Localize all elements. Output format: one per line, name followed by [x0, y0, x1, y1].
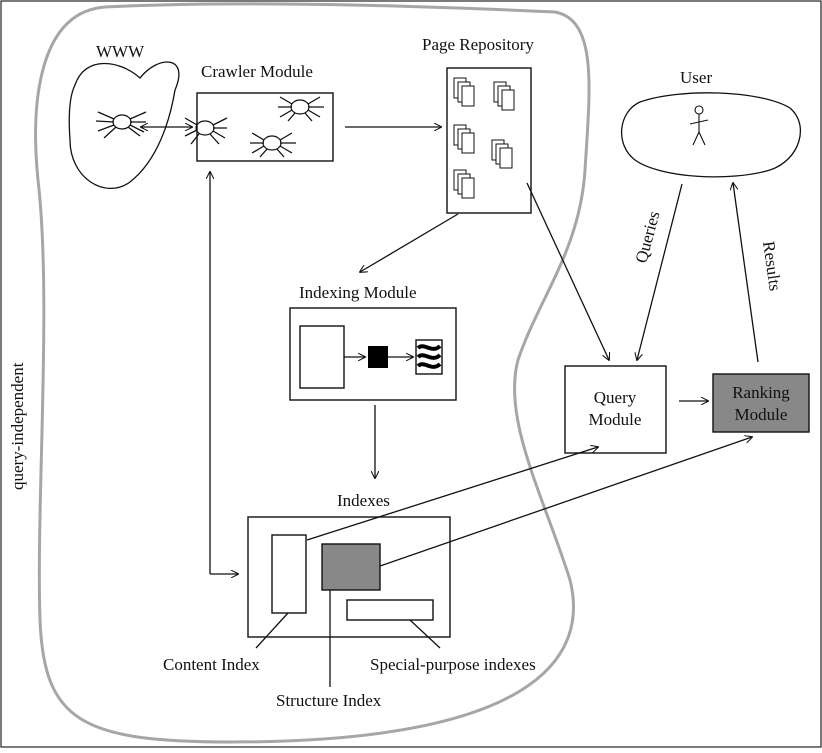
query-independent-boundary: [34, 2, 591, 744]
content-index-label: Content Index: [163, 655, 260, 674]
queries-arrow: [637, 183, 683, 360]
special-purpose-indexes-label: Special-purpose indexes: [370, 655, 536, 674]
query-independent-label: query-independent: [8, 362, 27, 490]
results-arrow: [733, 183, 759, 363]
user-label: User: [680, 68, 712, 87]
special-index-leader: [409, 619, 441, 649]
page-stack-icon: [453, 77, 515, 199]
repository-query-arrow: [526, 182, 609, 360]
ranking-module-label-2: Module: [735, 405, 788, 424]
content-index-query-arrow: [306, 447, 598, 541]
processor-block: [368, 346, 388, 368]
query-module-label-1: Query: [594, 388, 637, 407]
page-repository-label: Page Repository: [422, 35, 534, 54]
www-cloud: [68, 61, 180, 189]
ranking-module-box: [712, 373, 810, 433]
encoded-waves: [416, 344, 442, 369]
crawler-module-label: Crawler Module: [201, 62, 313, 81]
content-index-leader: [255, 612, 289, 649]
query-module-box: [564, 365, 667, 454]
special-purpose-index-shape: [346, 599, 434, 621]
content-index-shape: [271, 534, 307, 614]
crawler-module-box: [196, 92, 334, 162]
structure-index-shape: [321, 543, 381, 591]
raw-page-shape: [299, 325, 345, 389]
structure-index-ranking-arrow: [379, 437, 752, 567]
indexes-label: Indexes: [337, 491, 390, 510]
spider-icon: [250, 132, 296, 158]
repository-indexing-arrow: [360, 213, 459, 272]
structure-index-label: Structure Index: [276, 691, 382, 710]
www-label: WWW: [96, 42, 145, 61]
user-figure-icon: [689, 105, 709, 146]
query-module-label-2: Module: [589, 410, 642, 429]
indexing-module-label: Indexing Module: [299, 283, 417, 302]
spider-icon: [184, 117, 228, 145]
spider-icon: [95, 111, 147, 139]
ranking-module-label-1: Ranking: [732, 383, 790, 402]
spider-icon: [278, 96, 324, 122]
user-cloud: [621, 92, 801, 178]
